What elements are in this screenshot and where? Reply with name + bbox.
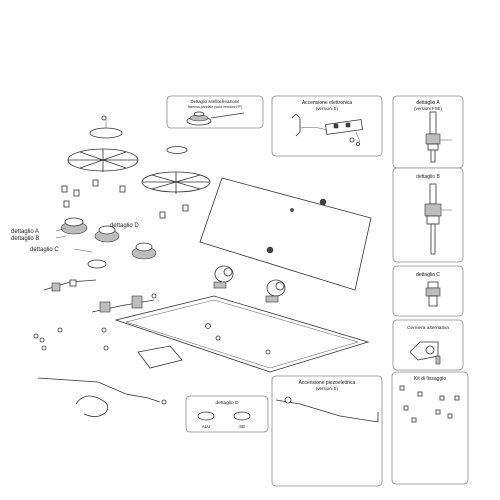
callout-detail-c: dettaglio C — [30, 247, 59, 253]
screws — [33, 293, 157, 351]
callout-detail-b: dettaglio B — [11, 236, 39, 242]
detail-box-b: dettaglio B — [392, 167, 464, 263]
detail-box-a: dettaglio A (versioni FSE) — [392, 95, 464, 169]
hinges — [213, 246, 286, 303]
sb-label: SB — [239, 424, 245, 429]
detail-c-title: dettaglio C — [416, 272, 440, 278]
piezo-ignition-subtitle: (versioni E) — [316, 386, 339, 391]
detail-box-piezo-ignition: Accensione piezoelettrica (versioni E) — [271, 375, 383, 487]
electronic-ignition-subtitle: (versioni E) — [316, 106, 339, 111]
detail-d-title: dettaglio D — [216, 400, 239, 406]
alu-label: ALU — [202, 424, 211, 429]
callout-detail-a: dettaglio A — [11, 229, 39, 235]
electronic-ignition-title: Accensione elettronica — [302, 100, 353, 106]
piezo-ignition-title: Accensione piezoelettrica — [299, 380, 356, 386]
detail-flame-subtitle: fiamma parziale (solo versioni FP) — [188, 105, 242, 109]
glass-lid — [199, 177, 372, 291]
detail-box-flame-ring: Dettaglio anelloelevazione fiamma parzia… — [166, 95, 264, 129]
gasket — [137, 345, 183, 369]
detail-b-title: dettaglio B — [416, 174, 440, 180]
callout-detail-d: dettaglio D — [110, 223, 139, 229]
fixing-kit-title: Kit di fissaggio — [414, 376, 446, 382]
burners — [60, 217, 157, 269]
burner-caps — [89, 115, 188, 154]
detail-box-d: dettaglio D ALU SB — [185, 395, 269, 433]
detail-a-title: dettaglio A — [416, 100, 440, 106]
hinge-title: Cerniera alternativa — [407, 325, 449, 331]
hob-tray — [114, 295, 370, 373]
detail-box-fixing-kit: Kit di fissaggio — [391, 371, 469, 485]
detail-flame-title: Dettaglio anelloelevazione — [191, 99, 241, 104]
small-parts — [61, 179, 189, 219]
detail-a-subtitle: (versioni FSE) — [414, 106, 442, 111]
thermocouple-wire — [37, 377, 167, 417]
detail-box-c: dettaglio C — [392, 265, 464, 317]
detail-box-hinge: Cerniera alternativa — [392, 319, 464, 371]
pan-supports — [67, 148, 211, 194]
gas-manifold — [43, 279, 155, 333]
detail-box-electronic-ignition: Accensione elettronica (versioni E) — [271, 95, 383, 157]
